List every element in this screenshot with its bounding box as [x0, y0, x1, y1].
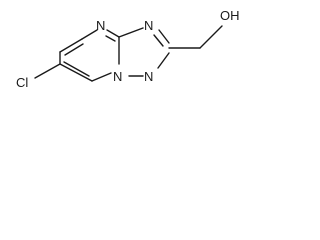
bond-c6-c5 — [59, 38, 83, 53]
bond-n4-c3a-double — [105, 35, 116, 42]
bond-c7-c6-double — [63, 61, 90, 77]
triazole-ring — [118, 25, 223, 77]
pyrimidine-ring — [34, 29, 120, 82]
molecule-svg: Cl N N N N OH — [16, 8, 240, 90]
atom-label-n-triazole-right: N — [144, 18, 153, 33]
atom-label-cl: Cl — [16, 75, 28, 90]
bond-n3-c2 — [158, 29, 170, 44]
molecule-structure: Cl N N N N OH — [0, 0, 258, 98]
bond-n9-c7 — [91, 72, 112, 82]
bond-n4-c3a — [106, 29, 120, 38]
atom-label-n-pyrimidine: N — [96, 18, 105, 33]
bond-ch2-o — [199, 25, 223, 49]
atom-label-n-triazole-bottom-left: N — [113, 69, 122, 84]
bond-c7-c6 — [59, 63, 93, 82]
atom-label-hydroxyl: OH — [220, 8, 240, 23]
bond-c5-n4 — [81, 29, 98, 40]
atom-label-n-triazole-bottom-right: N — [144, 69, 153, 84]
bond-c3a-n3 — [118, 27, 144, 38]
bond-c6-c5-double — [64, 43, 84, 56]
bond-n3-c2-double — [153, 34, 164, 47]
bond-c2-n1 — [157, 52, 170, 69]
bond-c6-cl-link — [34, 63, 61, 79]
